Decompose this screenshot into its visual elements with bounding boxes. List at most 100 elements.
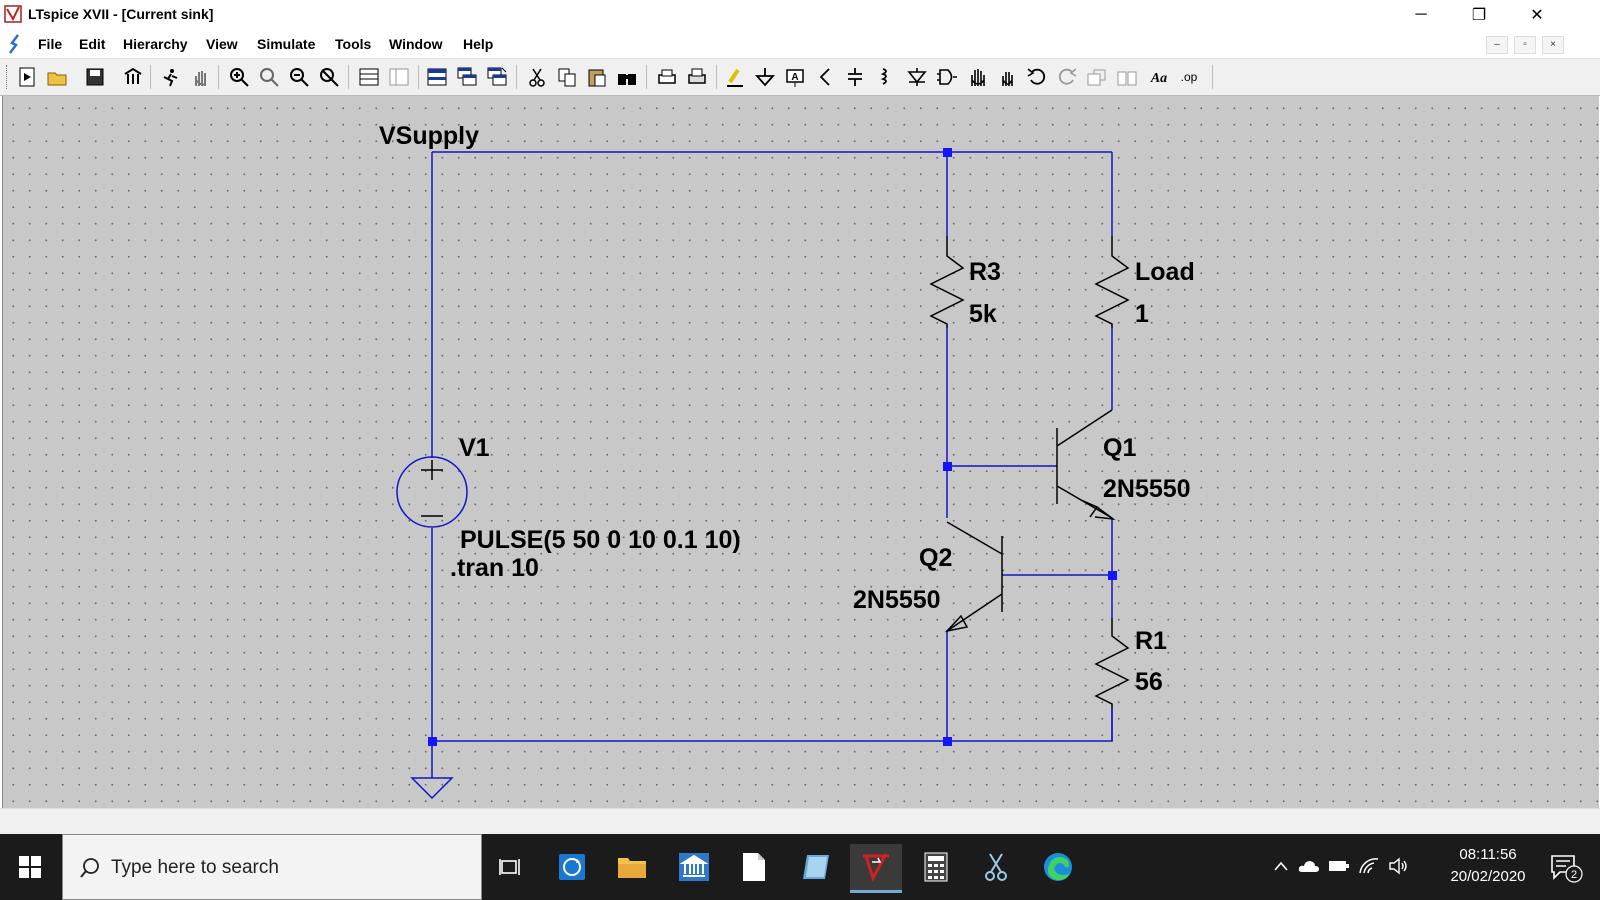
taskbar-clock[interactable]: 08:11:56 20/02/2020 [1446, 844, 1530, 888]
new-schematic-icon[interactable] [14, 65, 40, 89]
q2-model[interactable]: 2N5550 [853, 586, 941, 614]
resistor-icon[interactable] [812, 65, 838, 89]
halt-icon[interactable] [188, 65, 214, 89]
print-icon[interactable] [654, 65, 680, 89]
cut-icon[interactable] [524, 65, 550, 89]
print-setup-icon[interactable] [684, 65, 710, 89]
start-button[interactable] [0, 834, 60, 900]
notification-center-button[interactable]: 2 [1546, 850, 1586, 886]
move-icon[interactable] [964, 65, 990, 89]
voltage-source-v1[interactable] [396, 456, 468, 528]
zoom-out-icon[interactable] [286, 65, 312, 89]
diode-icon[interactable] [904, 65, 930, 89]
load-value[interactable]: 1 [1135, 300, 1149, 328]
resistor-load[interactable] [1094, 236, 1130, 328]
rotate-icon[interactable] [1084, 65, 1110, 89]
spice-directive-tran[interactable]: .tran 10 [450, 554, 539, 582]
menu-edit[interactable]: Edit [79, 36, 106, 52]
control-panel-icon[interactable] [120, 65, 146, 89]
ground-symbol[interactable] [410, 777, 454, 800]
v1-value[interactable]: PULSE(5 50 0 10 0.1 10) [460, 526, 741, 554]
menu-hierarchy[interactable]: Hierarchy [123, 36, 188, 52]
capacitor-icon[interactable] [842, 65, 868, 89]
schematic-canvas[interactable]: VSupply V1 PULSE(5 50 0 10 0.1 10) .tran… [2, 96, 1599, 808]
ground-icon[interactable] [752, 65, 778, 89]
toolbar-grip[interactable] [6, 65, 10, 89]
draw-wire-icon[interactable] [722, 65, 748, 89]
zoom-fit-icon[interactable] [316, 65, 342, 89]
window-a-icon[interactable] [454, 65, 480, 89]
copy-icon[interactable] [554, 65, 580, 89]
wifi-icon[interactable] [1358, 854, 1380, 878]
open-icon[interactable] [44, 65, 70, 89]
battery-icon[interactable] [1328, 854, 1350, 878]
ltspice-icon[interactable] [850, 844, 902, 893]
snipping-tool-icon[interactable] [970, 844, 1022, 890]
wire-ground[interactable] [432, 708, 1113, 742]
edge-icon[interactable] [1032, 844, 1084, 890]
resistor-r3[interactable] [929, 236, 965, 328]
q2-name[interactable]: Q2 [919, 544, 953, 572]
menu-window[interactable]: Window [389, 36, 443, 52]
r3-name[interactable]: R3 [969, 258, 1001, 286]
find-icon[interactable] [614, 65, 640, 89]
notes-icon[interactable] [790, 844, 842, 890]
undo-icon[interactable] [1024, 65, 1050, 89]
r3-value[interactable]: 5k [969, 300, 997, 328]
r1-value[interactable]: 56 [1135, 668, 1163, 696]
windows-taskbar: Type here to search 08: [0, 834, 1600, 900]
ltspice-app-icon[interactable] [4, 5, 22, 23]
doc-close-button[interactable]: × [1542, 36, 1564, 54]
doc-minimize-button[interactable]: – [1486, 36, 1508, 54]
menu-bar: File Edit Hierarchy View Simulate Tools … [0, 30, 1600, 59]
transistor-q2[interactable] [944, 521, 1003, 633]
inductor-icon[interactable] [872, 65, 898, 89]
minimize-button[interactable]: ─ [1415, 6, 1427, 23]
cascade-icon[interactable] [424, 65, 450, 89]
r1-name[interactable]: R1 [1135, 627, 1167, 655]
menu-help[interactable]: Help [463, 36, 494, 52]
spice-directive-icon[interactable]: .op [1176, 65, 1202, 89]
menu-tools[interactable]: Tools [335, 36, 372, 52]
save-icon[interactable] [82, 65, 108, 89]
window-b-icon[interactable] [484, 65, 510, 89]
menu-view[interactable]: View [206, 36, 238, 52]
sync-icon[interactable] [546, 844, 598, 890]
doc-restore-button[interactable]: ▫ [1514, 36, 1536, 54]
zoom-pan-icon[interactable] [256, 65, 282, 89]
volume-icon[interactable] [1388, 854, 1410, 878]
calculator-icon[interactable] [910, 844, 962, 890]
file-explorer-icon[interactable] [606, 844, 658, 890]
redo-icon[interactable] [1054, 65, 1080, 89]
v1-name[interactable]: V1 [459, 434, 490, 462]
menu-file[interactable]: File [38, 36, 63, 52]
onedrive-icon[interactable] [1298, 854, 1320, 878]
taskbar-search-box[interactable]: Type here to search [62, 834, 482, 900]
label-net-icon[interactable]: A [782, 65, 808, 89]
net-label-vsupply[interactable]: VSupply [379, 122, 480, 150]
restore-button[interactable]: ❐ [1471, 7, 1487, 24]
tile-vertical-icon[interactable] [356, 65, 382, 89]
drag-icon[interactable] [994, 65, 1020, 89]
mirror-icon[interactable] [1114, 65, 1140, 89]
run-icon[interactable] [158, 65, 184, 89]
component-icon[interactable] [934, 65, 960, 89]
close-button[interactable]: ✕ [1530, 7, 1544, 24]
menu-simulate[interactable]: Simulate [257, 36, 316, 52]
zoom-in-icon[interactable] [226, 65, 252, 89]
q1-name[interactable]: Q1 [1103, 434, 1137, 462]
load-name[interactable]: Load [1135, 258, 1195, 286]
q1-model[interactable]: 2N5550 [1103, 475, 1191, 503]
bank-icon[interactable] [668, 844, 720, 890]
paste-icon[interactable] [584, 65, 610, 89]
schematic-doc-icon[interactable] [6, 33, 26, 55]
transistor-q1[interactable] [1056, 409, 1116, 521]
clock-date: 20/02/2020 [1450, 868, 1526, 885]
document-icon[interactable] [728, 844, 780, 890]
text-icon[interactable]: Aa [1146, 65, 1172, 89]
chevron-up-icon[interactable] [1270, 854, 1292, 878]
search-placeholder: Type here to search [111, 857, 279, 878]
tile-horizontal-icon[interactable] [386, 65, 412, 89]
resistor-r1[interactable] [1094, 618, 1130, 708]
task-view-icon[interactable] [484, 844, 536, 890]
